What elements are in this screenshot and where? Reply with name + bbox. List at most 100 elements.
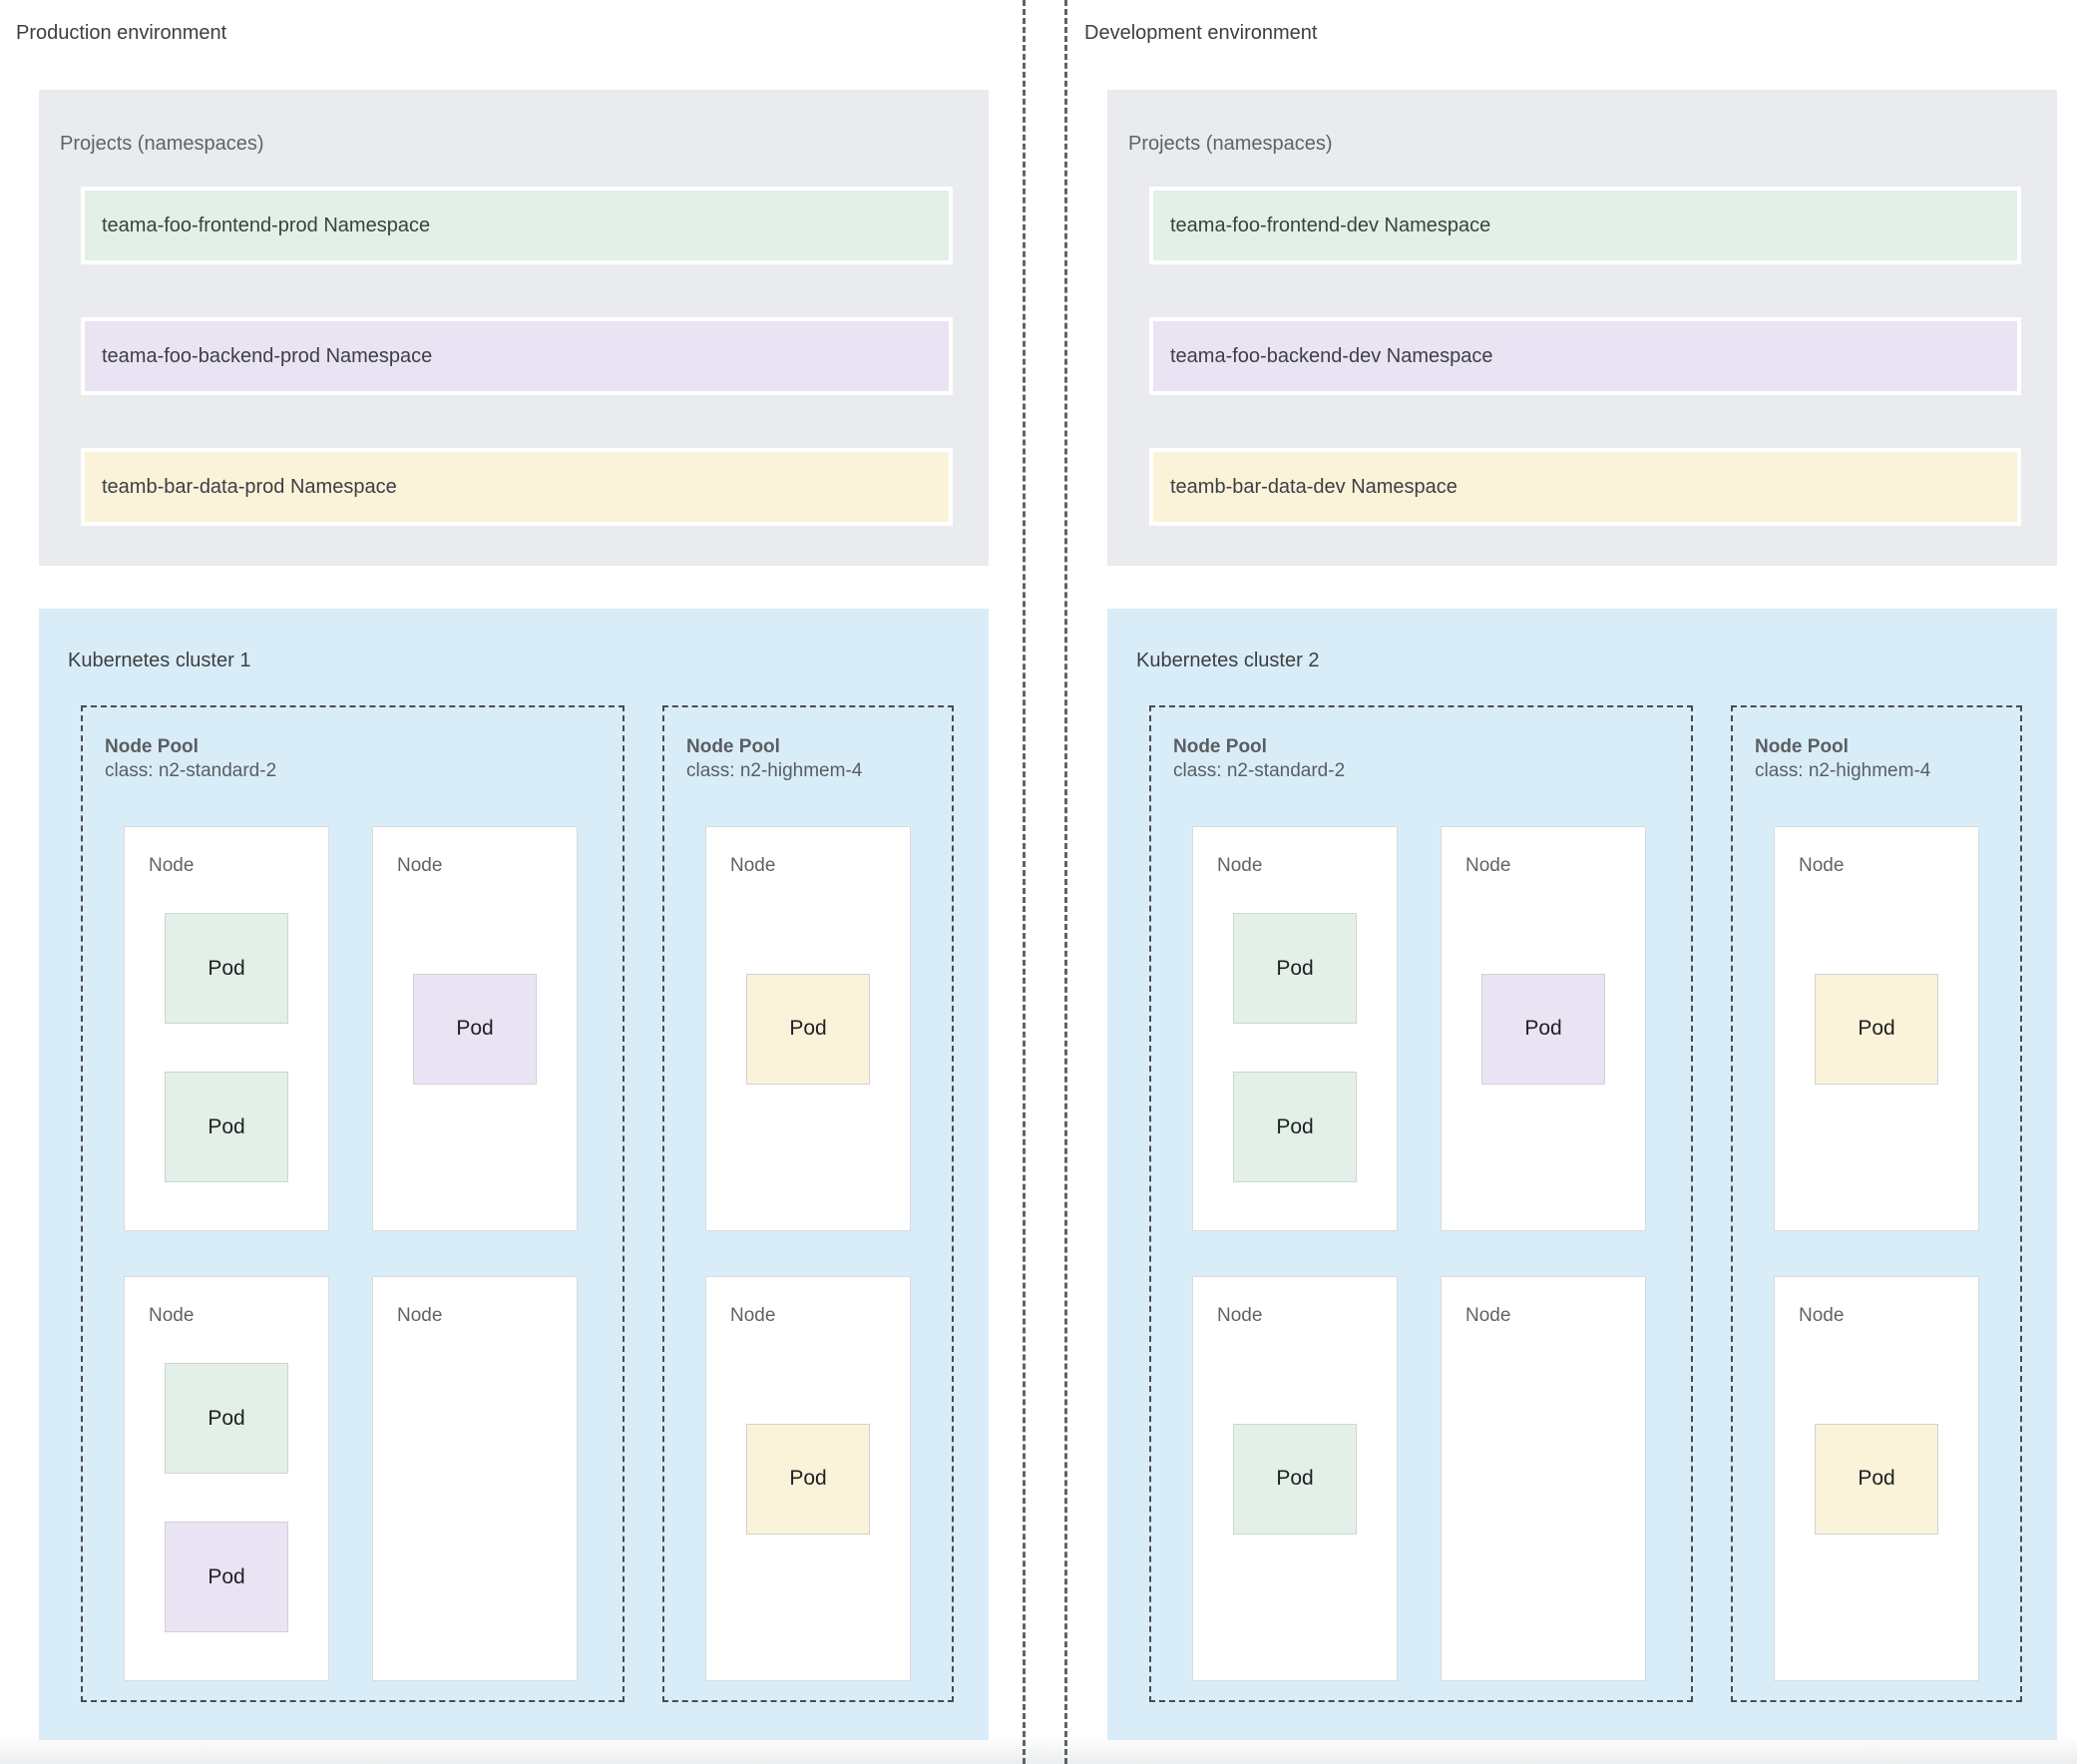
node-label: Node — [1799, 1305, 1845, 1326]
pods-container: Pod — [706, 827, 910, 1230]
node-pool-title: Node Pool — [686, 736, 780, 757]
node-box: Node Pod Pod — [124, 1276, 329, 1681]
node-box: Node Pod — [1774, 826, 1979, 1231]
pod-box: Pod — [1815, 973, 1938, 1085]
pod-label: Pod — [789, 1017, 827, 1040]
pod-box: Pod — [165, 1363, 288, 1474]
node-label: Node — [1465, 1305, 1511, 1326]
node-label: Node — [1465, 855, 1511, 876]
pod-box: Pod — [165, 1072, 288, 1182]
pods-container — [1442, 1277, 1645, 1680]
namespace-bar: teama-foo-frontend-dev Namespace — [1149, 187, 2021, 264]
pod-label: Pod — [1276, 1114, 1314, 1138]
projects-box: Projects (namespaces) teama-foo-frontend… — [39, 90, 989, 566]
namespace-label: teamb-bar-data-prod Namespace — [102, 475, 397, 498]
node-pool-class: class: n2-highmem-4 — [686, 760, 863, 781]
cluster-title: Kubernetes cluster 1 — [68, 650, 251, 671]
pod-label: Pod — [1276, 1467, 1314, 1490]
node-grid: Node Pod Pod Node — [1192, 826, 1691, 1681]
pod-label: Pod — [789, 1467, 827, 1490]
namespace-label: teama-foo-backend-dev Namespace — [1170, 344, 1493, 367]
pods-container: Pod — [1442, 827, 1645, 1230]
node-box: Node Pod — [372, 826, 578, 1231]
node-pool-class: class: n2-standard-2 — [105, 760, 277, 781]
node-label: Node — [1217, 1305, 1263, 1326]
node-box: Node Pod Pod — [1192, 826, 1398, 1231]
environment-title: Production environment — [16, 22, 227, 44]
node-label: Node — [149, 855, 195, 876]
namespace-label: teama-foo-backend-prod Namespace — [102, 344, 433, 367]
kubernetes-cluster-box: Kubernetes cluster 1 Node Pool class: n2… — [39, 609, 989, 1740]
node-label: Node — [397, 855, 443, 876]
node-box: Node Pod — [705, 826, 911, 1231]
node-box: Node — [1441, 1276, 1646, 1681]
pod-box: Pod — [1481, 973, 1605, 1085]
node-pool-title: Node Pool — [1755, 736, 1849, 757]
namespace-label: teamb-bar-data-dev Namespace — [1170, 475, 1457, 498]
node-box: Node Pod — [1441, 826, 1646, 1231]
node-box: Node Pod Pod — [124, 826, 329, 1231]
environment-divider — [1023, 0, 1067, 1764]
pod-label: Pod — [1858, 1017, 1895, 1040]
node-pool: Node Pool class: n2-highmem-4 Node Pod — [1731, 705, 2022, 1702]
node-label: Node — [1799, 855, 1845, 876]
pod-box: Pod — [1233, 1072, 1357, 1182]
namespace-bar: teamb-bar-data-prod Namespace — [81, 448, 953, 526]
pod-box: Pod — [746, 973, 870, 1085]
pod-label: Pod — [208, 1114, 245, 1138]
pods-container: Pod — [1775, 827, 1978, 1230]
pod-label: Pod — [208, 1564, 245, 1588]
pod-box: Pod — [1233, 1423, 1357, 1535]
node-pool-title: Node Pool — [105, 736, 199, 757]
pod-box: Pod — [165, 913, 288, 1024]
node-grid: Node Pod Pod Node — [124, 826, 623, 1681]
pod-box: Pod — [1233, 913, 1357, 1024]
projects-box: Projects (namespaces) teama-foo-frontend… — [1107, 90, 2057, 566]
node-pool: Node Pool class: n2-standard-2 Node Pod … — [81, 705, 624, 1702]
environment-title: Development environment — [1084, 22, 1318, 44]
node-box: Node Pod — [705, 1276, 911, 1681]
pod-box: Pod — [1815, 1423, 1938, 1535]
pod-label: Pod — [456, 1017, 494, 1040]
namespace-label: teama-foo-frontend-dev Namespace — [1170, 214, 1491, 236]
pod-label: Pod — [1524, 1017, 1562, 1040]
kubernetes-cluster-box: Kubernetes cluster 2 Node Pool class: n2… — [1107, 609, 2057, 1740]
node-label: Node — [730, 855, 776, 876]
node-label: Node — [1217, 855, 1263, 876]
node-pool-class: class: n2-standard-2 — [1173, 760, 1346, 781]
node-label: Node — [149, 1305, 195, 1326]
node-pools-row: Node Pool class: n2-standard-2 Node Pod … — [81, 705, 989, 1702]
node-box: Node Pod — [1774, 1276, 1979, 1681]
pods-container: Pod — [1775, 1277, 1978, 1680]
node-grid: Node Pod Node Pod — [705, 826, 952, 1681]
environment-column-production: Production environment Projects (namespa… — [16, 0, 989, 1764]
pods-container: Pod — [373, 827, 577, 1230]
cluster-title: Kubernetes cluster 2 — [1136, 650, 1320, 671]
pod-label: Pod — [208, 1406, 245, 1430]
pod-box: Pod — [413, 973, 537, 1085]
projects-title: Projects (namespaces) — [60, 133, 264, 155]
namespace-bar: teama-foo-backend-prod Namespace — [81, 317, 953, 395]
environment-column-development: Development environment Projects (namesp… — [1084, 0, 2057, 1764]
namespace-bar: teamb-bar-data-dev Namespace — [1149, 448, 2021, 526]
node-grid: Node Pod Node Pod — [1774, 826, 2020, 1681]
pod-label: Pod — [1276, 956, 1314, 980]
node-pool: Node Pool class: n2-highmem-4 Node Pod — [662, 705, 954, 1702]
page-bottom-strip — [0, 1738, 2077, 1764]
namespace-bar: teama-foo-backend-dev Namespace — [1149, 317, 2021, 395]
pod-box: Pod — [746, 1423, 870, 1535]
namespace-bar: teama-foo-frontend-prod Namespace — [81, 187, 953, 264]
node-pool-class: class: n2-highmem-4 — [1755, 760, 1931, 781]
pod-box: Pod — [165, 1522, 288, 1632]
node-box: Node Pod — [1192, 1276, 1398, 1681]
pods-container: Pod Pod — [125, 827, 328, 1230]
node-pool-title: Node Pool — [1173, 736, 1267, 757]
node-pools-row: Node Pool class: n2-standard-2 Node Pod … — [1149, 705, 2057, 1702]
projects-title: Projects (namespaces) — [1128, 133, 1333, 155]
node-label: Node — [730, 1305, 776, 1326]
pod-label: Pod — [208, 956, 245, 980]
namespace-label: teama-foo-frontend-prod Namespace — [102, 214, 431, 236]
node-pool: Node Pool class: n2-standard-2 Node Pod … — [1149, 705, 1693, 1702]
pods-container: Pod Pod — [1193, 827, 1397, 1230]
